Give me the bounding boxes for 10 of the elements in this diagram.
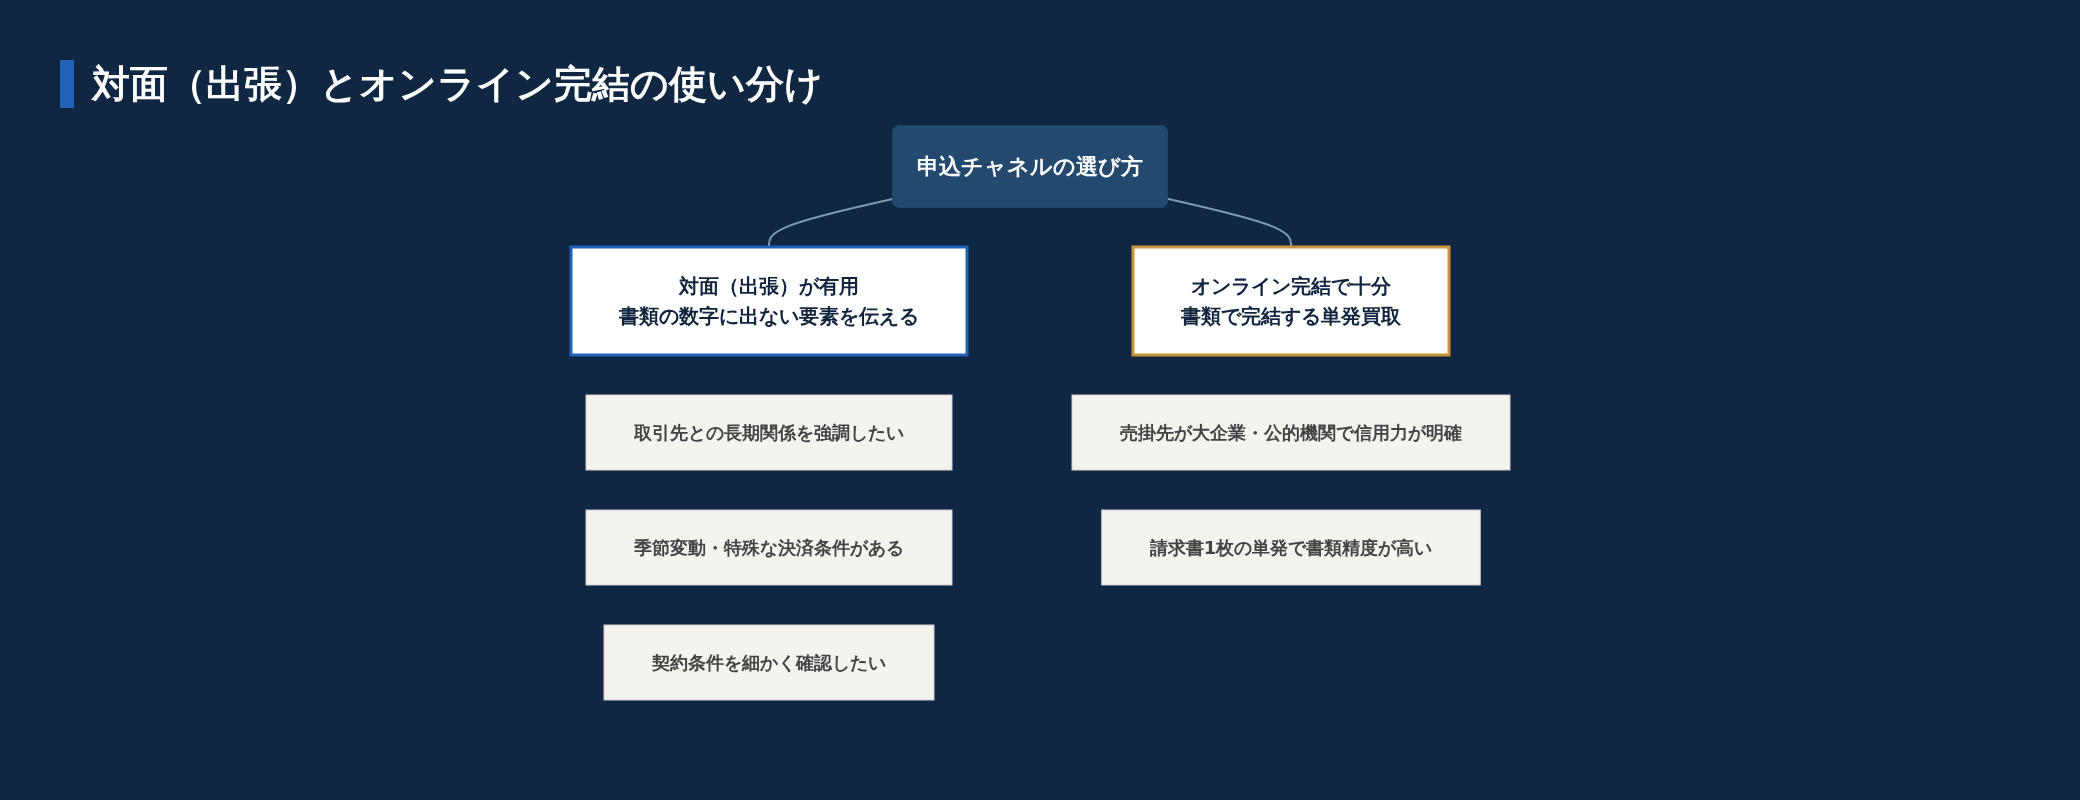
node-box: 季節変動・特殊な決済条件がある: [585, 509, 952, 586]
node-box: 売掛先が大企業・公的機関で信用力が明確: [1071, 394, 1510, 471]
node-box: 対面（出張）が有用 書類の数字に出ない要素を伝える: [569, 245, 968, 357]
node-box: 取引先との長期関係を強調したい: [585, 394, 952, 471]
title: 対面（出張）とオンライン完結の使い分け: [60, 60, 823, 108]
connector: [1166, 197, 1292, 248]
node-box: 請求書1枚の単発で書類精度が高い: [1100, 509, 1481, 586]
node-box: オンライン完結で十分 書類で完結する単発買取: [1131, 245, 1450, 357]
connector: [767, 197, 894, 248]
node-box: 契約条件を細かく確認したい: [603, 624, 934, 701]
